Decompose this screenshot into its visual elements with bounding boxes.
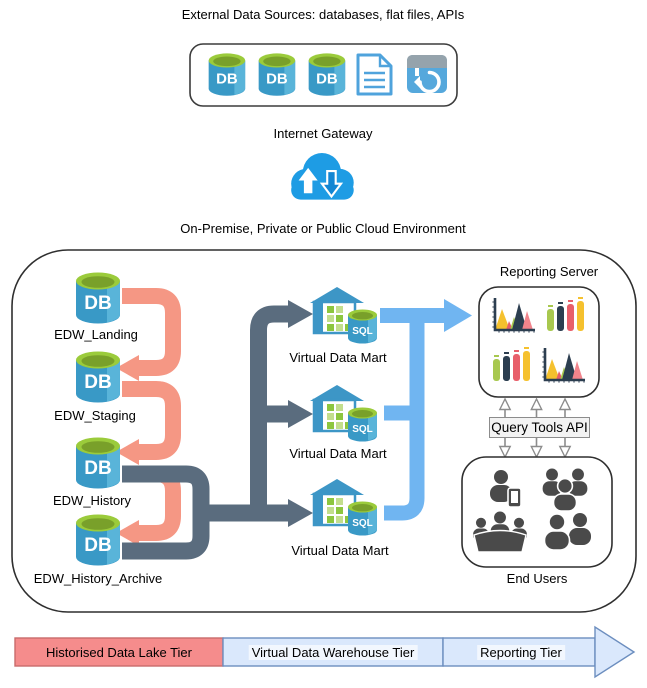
edw-flow-arrowheads bbox=[116, 355, 139, 546]
edw-staging-label: EDW_Staging bbox=[54, 408, 136, 423]
db-icon-label: DB bbox=[84, 458, 111, 479]
arrow-staging-to-history bbox=[122, 381, 181, 460]
virtual-data-mart-3-icon: SQL bbox=[308, 477, 379, 537]
internet-gateway-label: Internet Gateway bbox=[273, 126, 373, 141]
blue-arrowhead bbox=[444, 299, 472, 332]
api-icon bbox=[407, 55, 447, 94]
edw-landing-icon: DB bbox=[76, 272, 120, 324]
virtual-data-mart-1-icon: SQL bbox=[308, 285, 379, 345]
edw-history-archive-label: EDW_History_Archive bbox=[33, 571, 163, 586]
edw-history-icon: DB bbox=[76, 437, 120, 489]
external-db-icon-1: DB bbox=[208, 53, 246, 96]
external-sources-title: External Data Sources: databases, flat f… bbox=[181, 7, 465, 22]
user-group-icon bbox=[542, 468, 588, 512]
edw-history-label: EDW_History bbox=[52, 493, 132, 508]
query-tools-api-box: Query Tools API bbox=[489, 417, 590, 438]
environment-label: On-Premise, Private or Public Cloud Envi… bbox=[180, 221, 466, 236]
download-arrow-icon bbox=[319, 169, 344, 199]
sql-icon-label: SQL bbox=[352, 518, 373, 529]
user-with-device-icon bbox=[490, 470, 522, 508]
tier-label-text: Reporting Tier bbox=[477, 645, 565, 660]
virtual-data-mart-1-label: Virtual Data Mart bbox=[289, 350, 387, 365]
virtual-data-mart-2-label: Virtual Data Mart bbox=[289, 446, 387, 461]
db-icon-label: DB bbox=[316, 71, 338, 88]
db-icon-label: DB bbox=[84, 535, 111, 556]
tier-label-reporting: Reporting Tier bbox=[477, 645, 565, 660]
query-api-arrowheads bbox=[498, 397, 572, 459]
sql-icon-label: SQL bbox=[352, 424, 373, 435]
tier-label-text: Virtual Data Warehouse Tier bbox=[248, 645, 418, 660]
flat-file-icon bbox=[356, 53, 393, 96]
tier-label-data-lake: Historised Data Lake Tier bbox=[46, 645, 192, 660]
edw-staging-icon: DB bbox=[76, 351, 120, 403]
slate-arrowheads bbox=[288, 300, 313, 527]
marts-to-reporting-arrows bbox=[380, 308, 444, 521]
tier-segment-data-lake bbox=[14, 637, 224, 667]
db-icon-label: DB bbox=[84, 293, 111, 314]
db-icon-label: DB bbox=[216, 71, 238, 88]
meeting-icon bbox=[473, 511, 527, 553]
tier-arrowhead bbox=[594, 625, 636, 679]
external-db-icon-2: DB bbox=[258, 53, 296, 96]
user-pair-icon bbox=[543, 513, 591, 551]
end-users-label: End Users bbox=[506, 571, 568, 586]
mart3-riser bbox=[384, 316, 425, 521]
arrow-landing-to-staging bbox=[122, 288, 181, 376]
external-db-icon-3: DB bbox=[308, 53, 346, 96]
virtual-data-mart-2-icon: SQL bbox=[308, 383, 379, 443]
virtual-data-mart-3-label: Virtual Data Mart bbox=[291, 543, 389, 558]
edw-landing-label: EDW_Landing bbox=[54, 327, 138, 342]
edw-history-archive-icon: DB bbox=[76, 514, 120, 566]
history-to-marts-arrows bbox=[122, 305, 288, 560]
db-icon-label: DB bbox=[84, 372, 111, 393]
db-icon-label: DB bbox=[266, 71, 288, 88]
sql-icon-label: SQL bbox=[352, 326, 373, 337]
reporting-server-title: Reporting Server bbox=[499, 264, 599, 279]
internet-gateway-cloud-icon bbox=[291, 153, 354, 200]
riser-to-mart1 bbox=[250, 305, 288, 513]
tier-label-virtual-dw: Virtual Data Warehouse Tier bbox=[248, 645, 418, 660]
